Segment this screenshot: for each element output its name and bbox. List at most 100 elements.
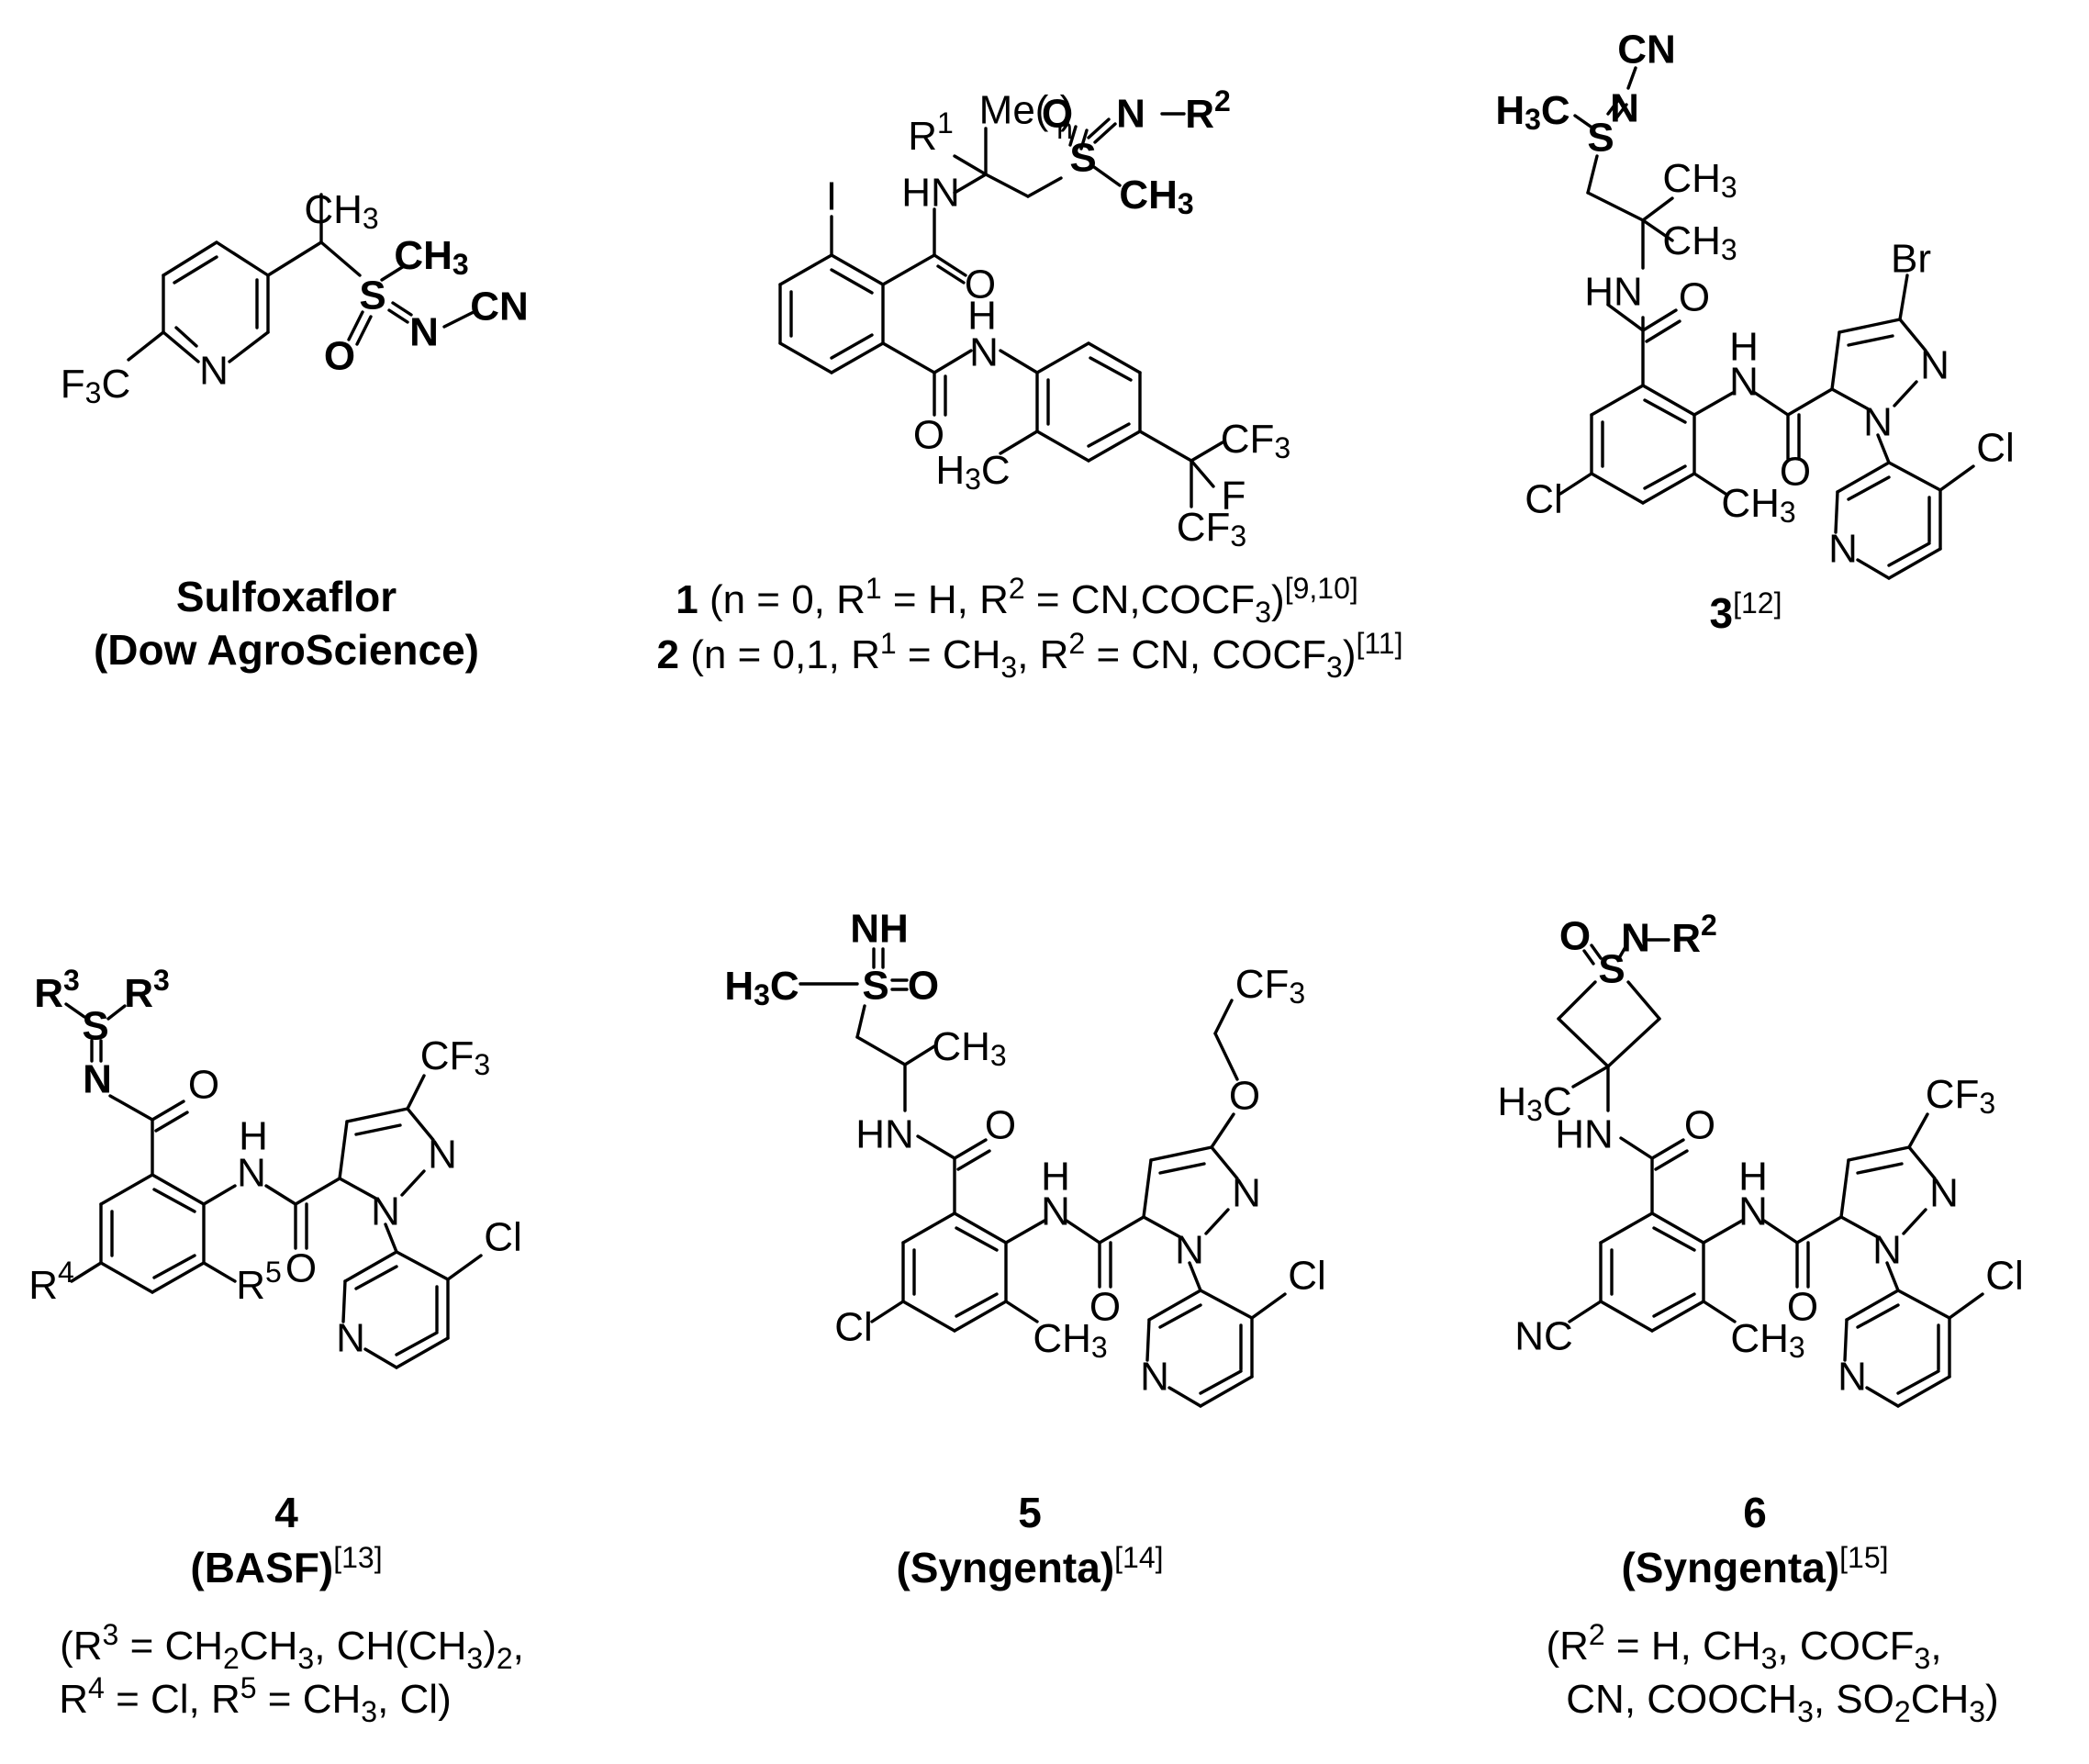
svg-text:O: O bbox=[913, 413, 944, 458]
svg-text:S: S bbox=[1069, 136, 1096, 181]
svg-text:O: O bbox=[1559, 914, 1591, 959]
svg-text:CF3: CF3 bbox=[1235, 962, 1305, 1010]
compound-6-note-line2: CN, COOCH3, SO2CH3) bbox=[1566, 1677, 1998, 1728]
svg-text:N: N bbox=[1610, 86, 1639, 131]
compound-3-caption: 3[12] bbox=[1710, 586, 1782, 637]
svg-text:Cl: Cl bbox=[1288, 1254, 1326, 1299]
compound-3-labels: CN N H3C S CH3 CH3 HN O H N O Br N N N C… bbox=[1495, 28, 2014, 572]
svg-text:R4: R4 bbox=[28, 1256, 74, 1308]
svg-text:S: S bbox=[1598, 947, 1625, 992]
svg-text:CH3: CH3 bbox=[304, 187, 378, 236]
svg-text:H3C: H3C bbox=[724, 964, 799, 1012]
svg-text:N: N bbox=[1872, 1228, 1902, 1273]
svg-text:CH3: CH3 bbox=[932, 1024, 1006, 1073]
compound-4-note-line2: R4 = Cl, R5 = CH3, Cl) bbox=[59, 1671, 451, 1728]
svg-text:N: N bbox=[237, 1151, 266, 1196]
svg-text:O: O bbox=[985, 1103, 1016, 1148]
svg-text:CH3: CH3 bbox=[1033, 1316, 1107, 1365]
svg-text:O: O bbox=[908, 964, 939, 1009]
svg-text:N: N bbox=[409, 310, 439, 355]
svg-text:CN: CN bbox=[1617, 28, 1676, 73]
compound-6-labels: O N R2 S H3C HN O H N O CF3 N N N Cl NC … bbox=[1497, 909, 2023, 1400]
svg-text:H: H bbox=[1729, 325, 1759, 370]
svg-text:Cl: Cl bbox=[834, 1305, 873, 1350]
svg-text:O: O bbox=[965, 262, 996, 307]
svg-text:N: N bbox=[83, 1057, 112, 1102]
svg-text:Br: Br bbox=[1891, 237, 1931, 282]
svg-text:N: N bbox=[1041, 1189, 1070, 1234]
svg-text:O: O bbox=[1684, 1103, 1715, 1148]
svg-text:H3C: H3C bbox=[1497, 1079, 1571, 1128]
sulfoxaflor-name: Sulfoxaflor bbox=[176, 573, 397, 620]
svg-text:CH3: CH3 bbox=[1730, 1316, 1804, 1365]
svg-text:CH3: CH3 bbox=[1662, 156, 1737, 205]
compound-4-structure bbox=[64, 1002, 483, 1369]
compound-1-2-structure bbox=[778, 112, 1224, 508]
svg-text:N: N bbox=[1863, 400, 1893, 445]
svg-text:R2: R2 bbox=[1185, 84, 1231, 137]
svg-text:N: N bbox=[1175, 1228, 1204, 1273]
compound-3-structure bbox=[1558, 66, 1975, 580]
svg-text:N: N bbox=[1232, 1171, 1261, 1216]
compound-2-caption: 2 (n = 0,1, R1 = CH3, R2 = CN, COCF3)[11… bbox=[657, 627, 1403, 684]
svg-text:CH3: CH3 bbox=[394, 233, 468, 282]
svg-text:CF3: CF3 bbox=[1926, 1072, 1995, 1121]
svg-text:Cl: Cl bbox=[1976, 426, 2015, 471]
compound-5-company: (Syngenta)[14] bbox=[896, 1541, 1163, 1591]
svg-text:H: H bbox=[1738, 1155, 1768, 1200]
svg-text:S: S bbox=[1587, 116, 1614, 161]
compound-1-caption: 1 (n = 0, R1 = H, R2 = CN,COCF3)[9,10] bbox=[676, 572, 1358, 629]
svg-text:NH: NH bbox=[850, 907, 909, 952]
svg-text:CH3: CH3 bbox=[1662, 218, 1737, 267]
svg-text:H3C: H3C bbox=[1495, 88, 1570, 137]
svg-text:N: N bbox=[428, 1133, 457, 1178]
svg-text:O: O bbox=[1787, 1285, 1818, 1330]
svg-text:H: H bbox=[1041, 1155, 1070, 1200]
svg-text:n: n bbox=[1056, 112, 1073, 145]
svg-text:F3C: F3C bbox=[61, 362, 130, 410]
svg-text:Cl: Cl bbox=[1525, 477, 1563, 522]
svg-text:I: I bbox=[826, 174, 837, 219]
svg-text:N: N bbox=[1140, 1355, 1169, 1400]
sulfoxaflor-labels: CH3 F3C N S CH3 O N CN bbox=[61, 187, 529, 410]
svg-text:Cl: Cl bbox=[484, 1215, 522, 1260]
compound-5-structure bbox=[799, 947, 1287, 1408]
svg-text:F: F bbox=[1222, 474, 1246, 519]
compound-5-number: 5 bbox=[1018, 1489, 1042, 1536]
svg-text:N: N bbox=[1929, 1171, 1959, 1216]
svg-text:N: N bbox=[1828, 527, 1858, 572]
svg-text:O: O bbox=[1780, 450, 1811, 495]
compound-4-labels: R3 R3 S N O H N O CF3 N N N Cl R4 R5 bbox=[28, 964, 522, 1361]
sulfoxaflor-structure bbox=[127, 193, 475, 363]
svg-text:S: S bbox=[862, 964, 888, 1009]
compound-5-labels: NH H3C S O CH3 HN O H N O CF3 O N N N Cl… bbox=[724, 907, 1325, 1400]
compound-4-number: 4 bbox=[274, 1489, 298, 1536]
svg-text:H3C: H3C bbox=[935, 448, 1010, 497]
svg-text:O: O bbox=[1042, 92, 1073, 137]
svg-text:N: N bbox=[1729, 360, 1759, 405]
svg-text:N: N bbox=[336, 1316, 365, 1361]
svg-text:O: O bbox=[1679, 275, 1710, 320]
svg-text:S: S bbox=[82, 1004, 108, 1049]
svg-text:Me( ): Me( ) bbox=[979, 88, 1074, 133]
compound-1-2-labels: I R1 Me( ) n HN O O N R2 S CH3 H N O H3C… bbox=[826, 84, 1290, 553]
svg-text:O: O bbox=[285, 1246, 317, 1291]
svg-text:Cl: Cl bbox=[1985, 1254, 2024, 1299]
svg-text:N: N bbox=[969, 330, 999, 375]
svg-text:O: O bbox=[188, 1063, 219, 1108]
svg-text:N: N bbox=[1738, 1189, 1768, 1234]
svg-text:S: S bbox=[359, 274, 385, 318]
svg-text:R1: R1 bbox=[908, 106, 954, 159]
svg-text:N: N bbox=[371, 1189, 400, 1234]
svg-text:H: H bbox=[967, 294, 997, 339]
compound-6-company: (Syngenta)[15] bbox=[1621, 1541, 1888, 1591]
svg-text:NC: NC bbox=[1514, 1314, 1573, 1359]
svg-text:N: N bbox=[1920, 343, 1949, 388]
svg-text:O: O bbox=[1229, 1074, 1260, 1119]
compound-6-note-line1: (R2 = H, CH3, COCF3, bbox=[1546, 1618, 1941, 1675]
svg-text:O: O bbox=[1089, 1285, 1121, 1330]
svg-text:CH3: CH3 bbox=[1721, 481, 1795, 530]
svg-text:R3: R3 bbox=[34, 964, 80, 1016]
svg-text:N: N bbox=[199, 349, 229, 394]
